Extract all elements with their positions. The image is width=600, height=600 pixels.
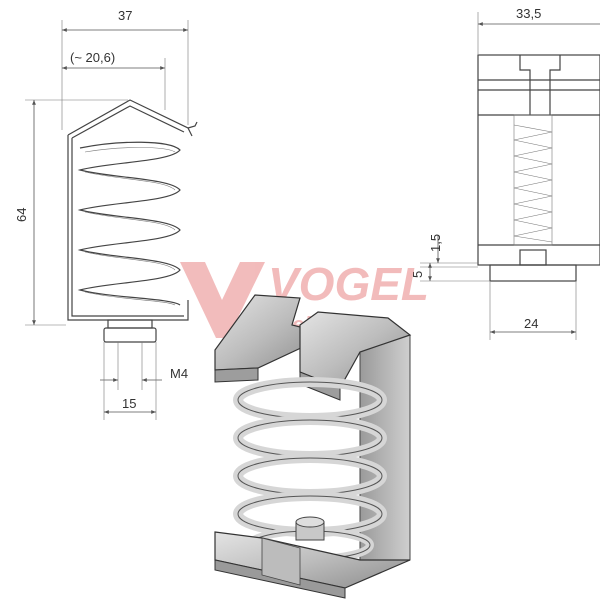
dim-side-height: 5	[410, 271, 425, 278]
dim-side-width: 33,5	[516, 6, 541, 21]
vogel-logo: VOGEL electric	[180, 258, 429, 338]
dim-thread: M4	[170, 366, 188, 381]
dim-base-width: 15	[122, 396, 136, 411]
dim-side-base: 24	[524, 316, 538, 331]
isometric-view	[214, 294, 412, 599]
dim-width-top: 37	[118, 8, 132, 23]
front-view: 37 (~ 20,6) 64 M4 15	[14, 8, 198, 420]
dim-height: 64	[14, 208, 29, 222]
dim-width-inner: (~ 20,6)	[70, 50, 115, 65]
dim-side-offset: 1,5	[428, 234, 443, 252]
side-view: 33,5 1,5 5 24	[410, 6, 600, 340]
